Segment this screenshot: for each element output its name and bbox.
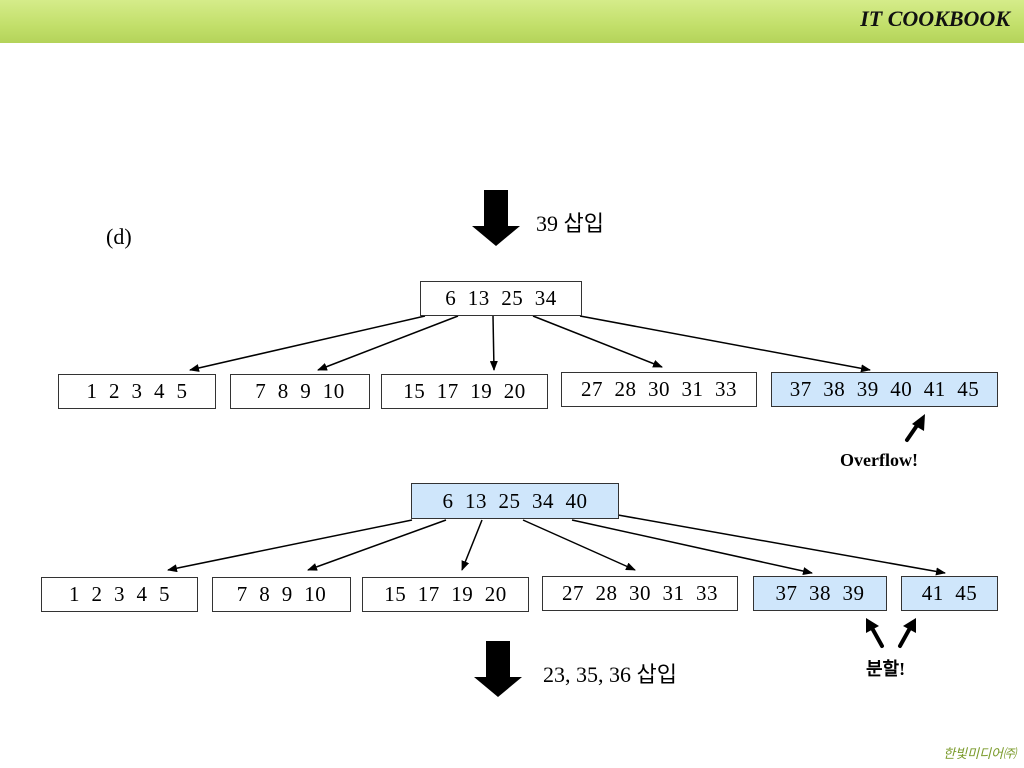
- leaf-node-after-split-right: 41 45: [901, 576, 998, 611]
- edge-bottom-6: [617, 514, 946, 576]
- edge-top-5: [579, 315, 871, 373]
- insert-label-bottom: 23, 35, 36 삽입: [543, 662, 677, 687]
- step-label: (d): [106, 224, 132, 249]
- leaf-node-after-2: 7 8 9 10: [212, 577, 351, 612]
- split-arrow-left: [870, 626, 884, 648]
- leaf-node-before-2: 7 8 9 10: [230, 374, 370, 409]
- edge-bottom-3: [461, 519, 483, 571]
- edge-bottom-1: [167, 519, 413, 573]
- edge-top-4: [532, 315, 663, 368]
- edge-bottom-5: [571, 519, 813, 575]
- insert-arrow-top: [472, 190, 520, 246]
- edge-bottom-2: [307, 519, 447, 571]
- leaf-node-before-overflow: 37 38 39 40 41 45: [771, 372, 998, 407]
- leaf-node-after-4: 27 28 30 31 33: [542, 576, 738, 611]
- header-title: IT COOKBOOK: [860, 6, 1010, 31]
- edge-top-2: [317, 315, 459, 371]
- edge-top-3: [489, 315, 498, 371]
- leaf-node-before-4: 27 28 30 31 33: [561, 372, 757, 407]
- root-node-before: 6 13 25 34: [420, 281, 582, 316]
- split-arrow-right: [898, 626, 912, 648]
- split-label: 분할!: [866, 659, 906, 679]
- edge-bottom-4: [522, 519, 636, 571]
- leaf-node-before-1: 1 2 3 4 5: [58, 374, 216, 409]
- leaf-node-after-split-left: 37 38 39: [753, 576, 887, 611]
- overflow-arrow: [905, 422, 920, 442]
- leaf-node-after-1: 1 2 3 4 5: [41, 577, 198, 612]
- edge-top-1: [189, 315, 426, 372]
- header-bar: IT COOKBOOK: [0, 0, 1024, 43]
- root-node-after: 6 13 25 34 40: [411, 483, 619, 519]
- insert-arrow-bottom: [474, 641, 522, 697]
- leaf-node-after-3: 15 17 19 20: [362, 577, 529, 612]
- leaf-node-before-3: 15 17 19 20: [381, 374, 548, 409]
- overflow-label: Overflow!: [840, 450, 918, 470]
- footer-brand: 한빛미디어㈜: [943, 747, 1016, 762]
- insert-label-top: 39 삽입: [536, 211, 604, 236]
